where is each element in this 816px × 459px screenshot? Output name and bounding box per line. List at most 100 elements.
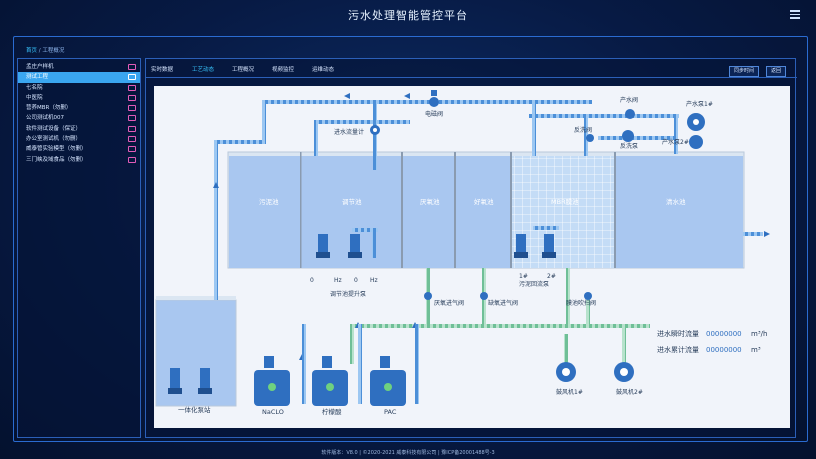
mbr-tank bbox=[512, 156, 614, 268]
blower-1-icon bbox=[556, 362, 576, 382]
sidebar-item[interactable]: 测试工程 bbox=[18, 72, 140, 83]
chemical-tank-naclo bbox=[254, 324, 306, 406]
blower-2-icon bbox=[614, 362, 634, 382]
solenoid-valve-icon bbox=[429, 90, 439, 107]
membrane-purge-valve-label: 膜池吹扫阀 bbox=[566, 299, 596, 307]
blower-1-label: 鼓风机1# bbox=[556, 388, 583, 396]
submersible-pump-icon bbox=[168, 368, 212, 394]
back-button[interactable]: 返回 bbox=[766, 66, 787, 77]
breadcrumb-current: 工程概况 bbox=[42, 48, 65, 54]
instant-flow-unit: m³/h bbox=[751, 330, 767, 338]
sidebar-item[interactable]: 三门峡及域食品（勿删） bbox=[18, 155, 140, 165]
tab-maintenance[interactable]: 运维动态 bbox=[312, 67, 335, 73]
sidebar-item[interactable]: 威泰管实验模型（勿删） bbox=[18, 144, 140, 154]
breadcrumb-home[interactable]: 首页 bbox=[26, 48, 38, 54]
regulate-lift-pump-icon bbox=[316, 234, 362, 258]
blower-2-label: 鼓风机2# bbox=[616, 388, 643, 396]
menu-icon[interactable] bbox=[790, 10, 800, 19]
hz-value-1: 0 bbox=[310, 277, 314, 284]
project-sidebar: 孟庄户样机 测试工程 七名院 中医院 营养MBR（勿删） 公司测试机007 软件… bbox=[17, 58, 141, 438]
product-pump-1-label: 产水泵1# bbox=[686, 100, 713, 108]
pump-station-label: 一体化泵站 bbox=[178, 405, 211, 414]
product-pump-1-icon bbox=[687, 113, 705, 131]
sidebar-item[interactable]: 中医院 bbox=[18, 93, 140, 103]
sidebar-item-label: 营养MBR（勿删） bbox=[26, 105, 72, 112]
sludge-pump-2-label: 2# bbox=[547, 273, 556, 280]
hz-value-2: 0 bbox=[354, 277, 358, 284]
chem-pac-label: PAC bbox=[384, 408, 397, 416]
regulate-lift-pump-label: 调节池提升泵 bbox=[330, 290, 366, 298]
inflow-meter-icon bbox=[370, 125, 380, 135]
sidebar-item-label: 软件测试设备（保证） bbox=[26, 125, 82, 132]
breadcrumb-separator: / bbox=[38, 48, 43, 54]
monitor-icon bbox=[128, 125, 136, 132]
sidebar-item-label: 三门峡及域食品（勿删） bbox=[26, 156, 87, 163]
chem-naclo-label: NaCLO bbox=[262, 408, 284, 416]
sidebar-item-label: 公司测试机007 bbox=[26, 115, 64, 122]
tab-video[interactable]: 视频监控 bbox=[272, 67, 295, 73]
monitor-icon bbox=[128, 136, 136, 143]
clear-tank bbox=[616, 156, 743, 268]
sidebar-item-label: 测试工程 bbox=[26, 74, 49, 81]
sidebar-item-label: 七名院 bbox=[26, 84, 43, 91]
monitor-icon bbox=[128, 94, 136, 101]
sidebar-item[interactable]: 营养MBR（勿删） bbox=[18, 103, 140, 113]
anaerobic-air-valve-label: 厌氧进气阀 bbox=[434, 299, 464, 307]
tab-overview[interactable]: 工程概况 bbox=[232, 67, 255, 73]
instant-flow-label: 进水瞬时流量 bbox=[657, 329, 699, 338]
instant-flow-value: 00000000 bbox=[706, 330, 742, 338]
chemical-tank-citric bbox=[312, 324, 362, 406]
sludge-pump-1-label: 1# bbox=[519, 273, 528, 280]
solenoid-valve-label: 电磁阀 bbox=[425, 110, 443, 118]
sidebar-item[interactable]: 办公室测试机（勿删） bbox=[18, 134, 140, 144]
grid-tank bbox=[229, 156, 300, 268]
monitor-icon bbox=[128, 74, 136, 81]
anoxic-tank bbox=[403, 156, 454, 268]
product-valve-icon bbox=[625, 109, 635, 119]
sidebar-item-label: 办公室测试机（勿删） bbox=[26, 136, 82, 143]
product-valve-label: 产水阀 bbox=[620, 96, 638, 104]
top-bar: 污水处理智能管控平台 bbox=[0, 0, 816, 34]
hz-unit-1: Hz bbox=[334, 277, 342, 284]
sidebar-item[interactable]: 软件测试设备（保证） bbox=[18, 124, 140, 134]
total-flow-label: 进水累计流量 bbox=[657, 345, 699, 354]
sidebar-item-label: 中医院 bbox=[26, 94, 43, 101]
backwash-valve-icon bbox=[586, 134, 594, 142]
monitor-icon bbox=[128, 84, 136, 91]
tab-realtime[interactable]: 实时数据 bbox=[151, 67, 174, 73]
backwash-pump-label: 反洗泵 bbox=[620, 142, 638, 150]
hz-unit-2: Hz bbox=[370, 277, 378, 284]
sidebar-item-label: 孟庄户样机 bbox=[26, 64, 54, 70]
tab-bar: 实时数据 工艺动态 工程概况 视频监控 运维动态 bbox=[146, 65, 797, 79]
chem-citric-label: 柠檬酸 bbox=[322, 407, 342, 416]
monitor-icon bbox=[128, 115, 136, 122]
process-diagram: 污泥池 调节池 厌氧池 好氧池 MBR膜池 清水池 一体化泵站 bbox=[154, 86, 790, 428]
process-svg: 污泥池 调节池 厌氧池 好氧池 MBR膜池 清水池 一体化泵站 bbox=[155, 90, 770, 416]
sidebar-item[interactable]: 七名院 bbox=[18, 83, 140, 93]
regulate-tank-label: 调节池 bbox=[342, 197, 362, 206]
sidebar-item[interactable]: 孟庄户样机 bbox=[18, 62, 140, 72]
footer-text: 软件版本：V8.0 | ©2020-2021 威泰科技有限公司 | 豫ICP备2… bbox=[321, 450, 495, 456]
flow-arrow-icon bbox=[213, 182, 219, 188]
inflow-meter-label: 进水流量计 bbox=[334, 128, 364, 136]
product-pump-2-label: 产水泵2# bbox=[662, 138, 689, 146]
backwash-valve-label: 反洗阀 bbox=[574, 126, 592, 134]
chemical-tank-pac bbox=[370, 324, 419, 406]
aerobic-tank bbox=[456, 156, 510, 268]
content-frame bbox=[13, 36, 808, 442]
sidebar-item-label: 威泰管实验模型（勿删） bbox=[26, 146, 87, 153]
backwash-pump-icon bbox=[622, 130, 634, 142]
sidebar-item[interactable]: 公司测试机007 bbox=[18, 113, 140, 123]
breadcrumb: 首页 / 工程概况 bbox=[26, 46, 64, 54]
monitor-icon bbox=[128, 146, 136, 153]
aerobic-tank-label: 好氧池 bbox=[474, 197, 494, 206]
anoxic-air-valve-label: 缺氧进气阀 bbox=[488, 299, 518, 307]
air-valve-icon bbox=[424, 292, 592, 300]
anoxic-tank-label: 厌氧池 bbox=[420, 197, 440, 206]
sync-time-button[interactable]: 同步时间 bbox=[729, 66, 760, 77]
app-title: 污水处理智能管控平台 bbox=[348, 9, 468, 22]
product-pump-2-icon bbox=[689, 135, 703, 149]
water-pipe bbox=[214, 140, 218, 300]
grid-tank-label: 污泥池 bbox=[259, 197, 279, 206]
